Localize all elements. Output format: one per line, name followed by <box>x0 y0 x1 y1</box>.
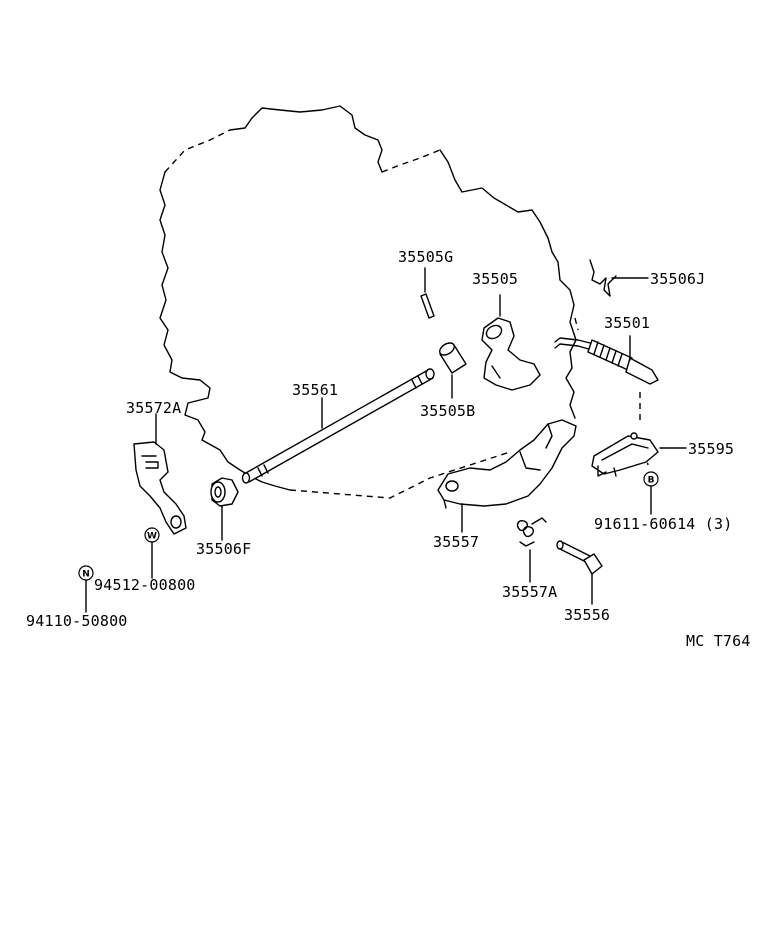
label-35556: 35556 <box>564 606 610 624</box>
label-35506F: 35506F <box>196 540 251 558</box>
label-94512-00800: 94512-00800 <box>94 576 196 594</box>
n-marker-letter: N <box>82 570 90 580</box>
pin-35505G <box>420 267 435 319</box>
transmission-case-outline <box>159 105 649 499</box>
bracket-35595 <box>591 432 687 477</box>
label-91611-60614: 91611-60614 (3) <box>594 515 732 533</box>
label-35505: 35505 <box>472 270 518 288</box>
label-35572A: 35572A <box>126 399 181 417</box>
spring-35557A <box>516 517 547 583</box>
collar-35505B <box>439 342 467 399</box>
clip-35506J <box>589 259 649 297</box>
pin-35556 <box>556 540 603 605</box>
label-35557: 35557 <box>433 533 479 551</box>
nut-94110-marker: N <box>78 565 94 613</box>
label-35595: 35595 <box>688 440 734 458</box>
b-marker-letter: B <box>648 476 655 486</box>
shift-shaft-35561 <box>241 368 435 484</box>
label-35506J: 35506J <box>650 270 705 288</box>
label-35561: 35561 <box>292 381 338 399</box>
oil-seal-35506F <box>210 477 239 541</box>
label-35505B: 35505B <box>420 402 475 420</box>
switch-35501 <box>554 335 659 385</box>
bracket-35572A <box>133 413 187 535</box>
bolt-91611-marker: B <box>643 471 659 515</box>
w-marker-letter: W <box>147 532 157 542</box>
label-35557A: 35557A <box>502 583 557 601</box>
washer-94512-marker: W <box>144 527 160 579</box>
label-94110-50800: 94110-50800 <box>26 612 128 630</box>
diagram-code: MC T764 <box>686 632 751 650</box>
lever-35557 <box>437 419 577 533</box>
label-35501: 35501 <box>604 314 650 332</box>
inner-lever-35505 <box>481 294 541 391</box>
label-35505G: 35505G <box>398 248 453 266</box>
